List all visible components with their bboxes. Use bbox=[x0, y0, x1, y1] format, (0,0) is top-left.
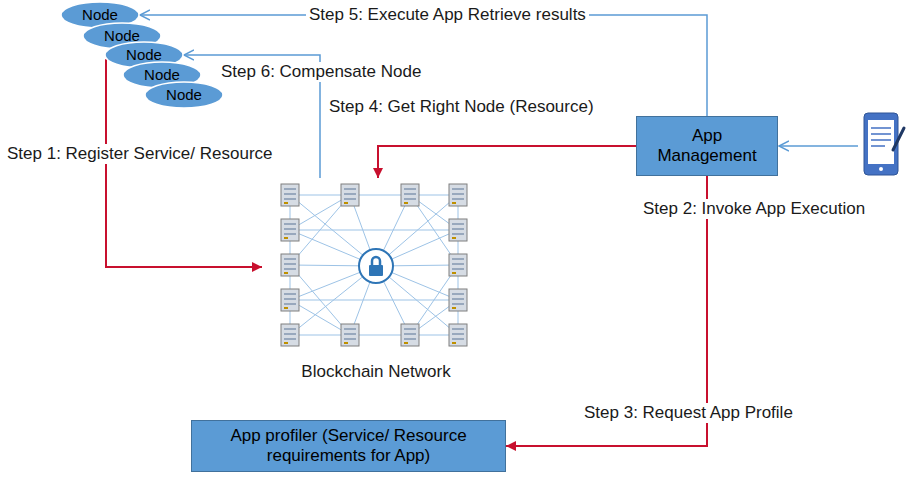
node-text: Node bbox=[126, 47, 162, 63]
server-icon bbox=[281, 254, 299, 276]
server-icon bbox=[401, 324, 419, 346]
server-icon bbox=[281, 324, 299, 346]
node-text: Node bbox=[166, 87, 202, 103]
tablet-icon bbox=[864, 113, 904, 175]
step-label: Step 5: Execute App Retrieve results bbox=[306, 5, 589, 25]
blockchain-illustration bbox=[281, 184, 467, 346]
node-text: Node bbox=[104, 28, 140, 44]
flow-arrow bbox=[140, 15, 707, 116]
step-label: Step 3: Request App Profile bbox=[581, 403, 796, 423]
lock-icon bbox=[359, 249, 393, 283]
server-icon bbox=[449, 184, 467, 206]
server-icon bbox=[449, 324, 467, 346]
node-text: Blockchain Network bbox=[301, 362, 450, 382]
step-label: Step 2: Invoke App Execution bbox=[640, 199, 868, 219]
node-text: Node bbox=[82, 7, 118, 23]
node-text: App Management bbox=[647, 126, 767, 166]
server-icon bbox=[341, 184, 359, 206]
step-label: Step 6: Compensate Node bbox=[218, 62, 424, 82]
node-text: Node bbox=[144, 67, 180, 83]
tablet-arrow bbox=[779, 145, 858, 147]
flow-arrow bbox=[378, 146, 636, 178]
server-icon bbox=[449, 289, 467, 311]
step-label: Step 4: Get Right Node (Resource) bbox=[326, 97, 597, 117]
process-box: App Management bbox=[636, 116, 778, 176]
network-figure: Blockchain Network bbox=[262, 178, 490, 384]
node-text: App profiler (Service/ Resource requirem… bbox=[202, 426, 495, 466]
node-ellipse: Node bbox=[144, 81, 224, 109]
server-icon bbox=[341, 324, 359, 346]
step-label: Step 1: Register Service/ Resource bbox=[4, 144, 276, 164]
network-links bbox=[290, 195, 458, 335]
server-icon bbox=[281, 289, 299, 311]
server-icon bbox=[449, 219, 467, 241]
server-icon bbox=[281, 219, 299, 241]
server-icon bbox=[401, 184, 419, 206]
server-icon bbox=[281, 184, 299, 206]
process-box: App profiler (Service/ Resource requirem… bbox=[191, 420, 506, 472]
server-icon bbox=[449, 254, 467, 276]
ellipse-shape bbox=[145, 82, 223, 108]
